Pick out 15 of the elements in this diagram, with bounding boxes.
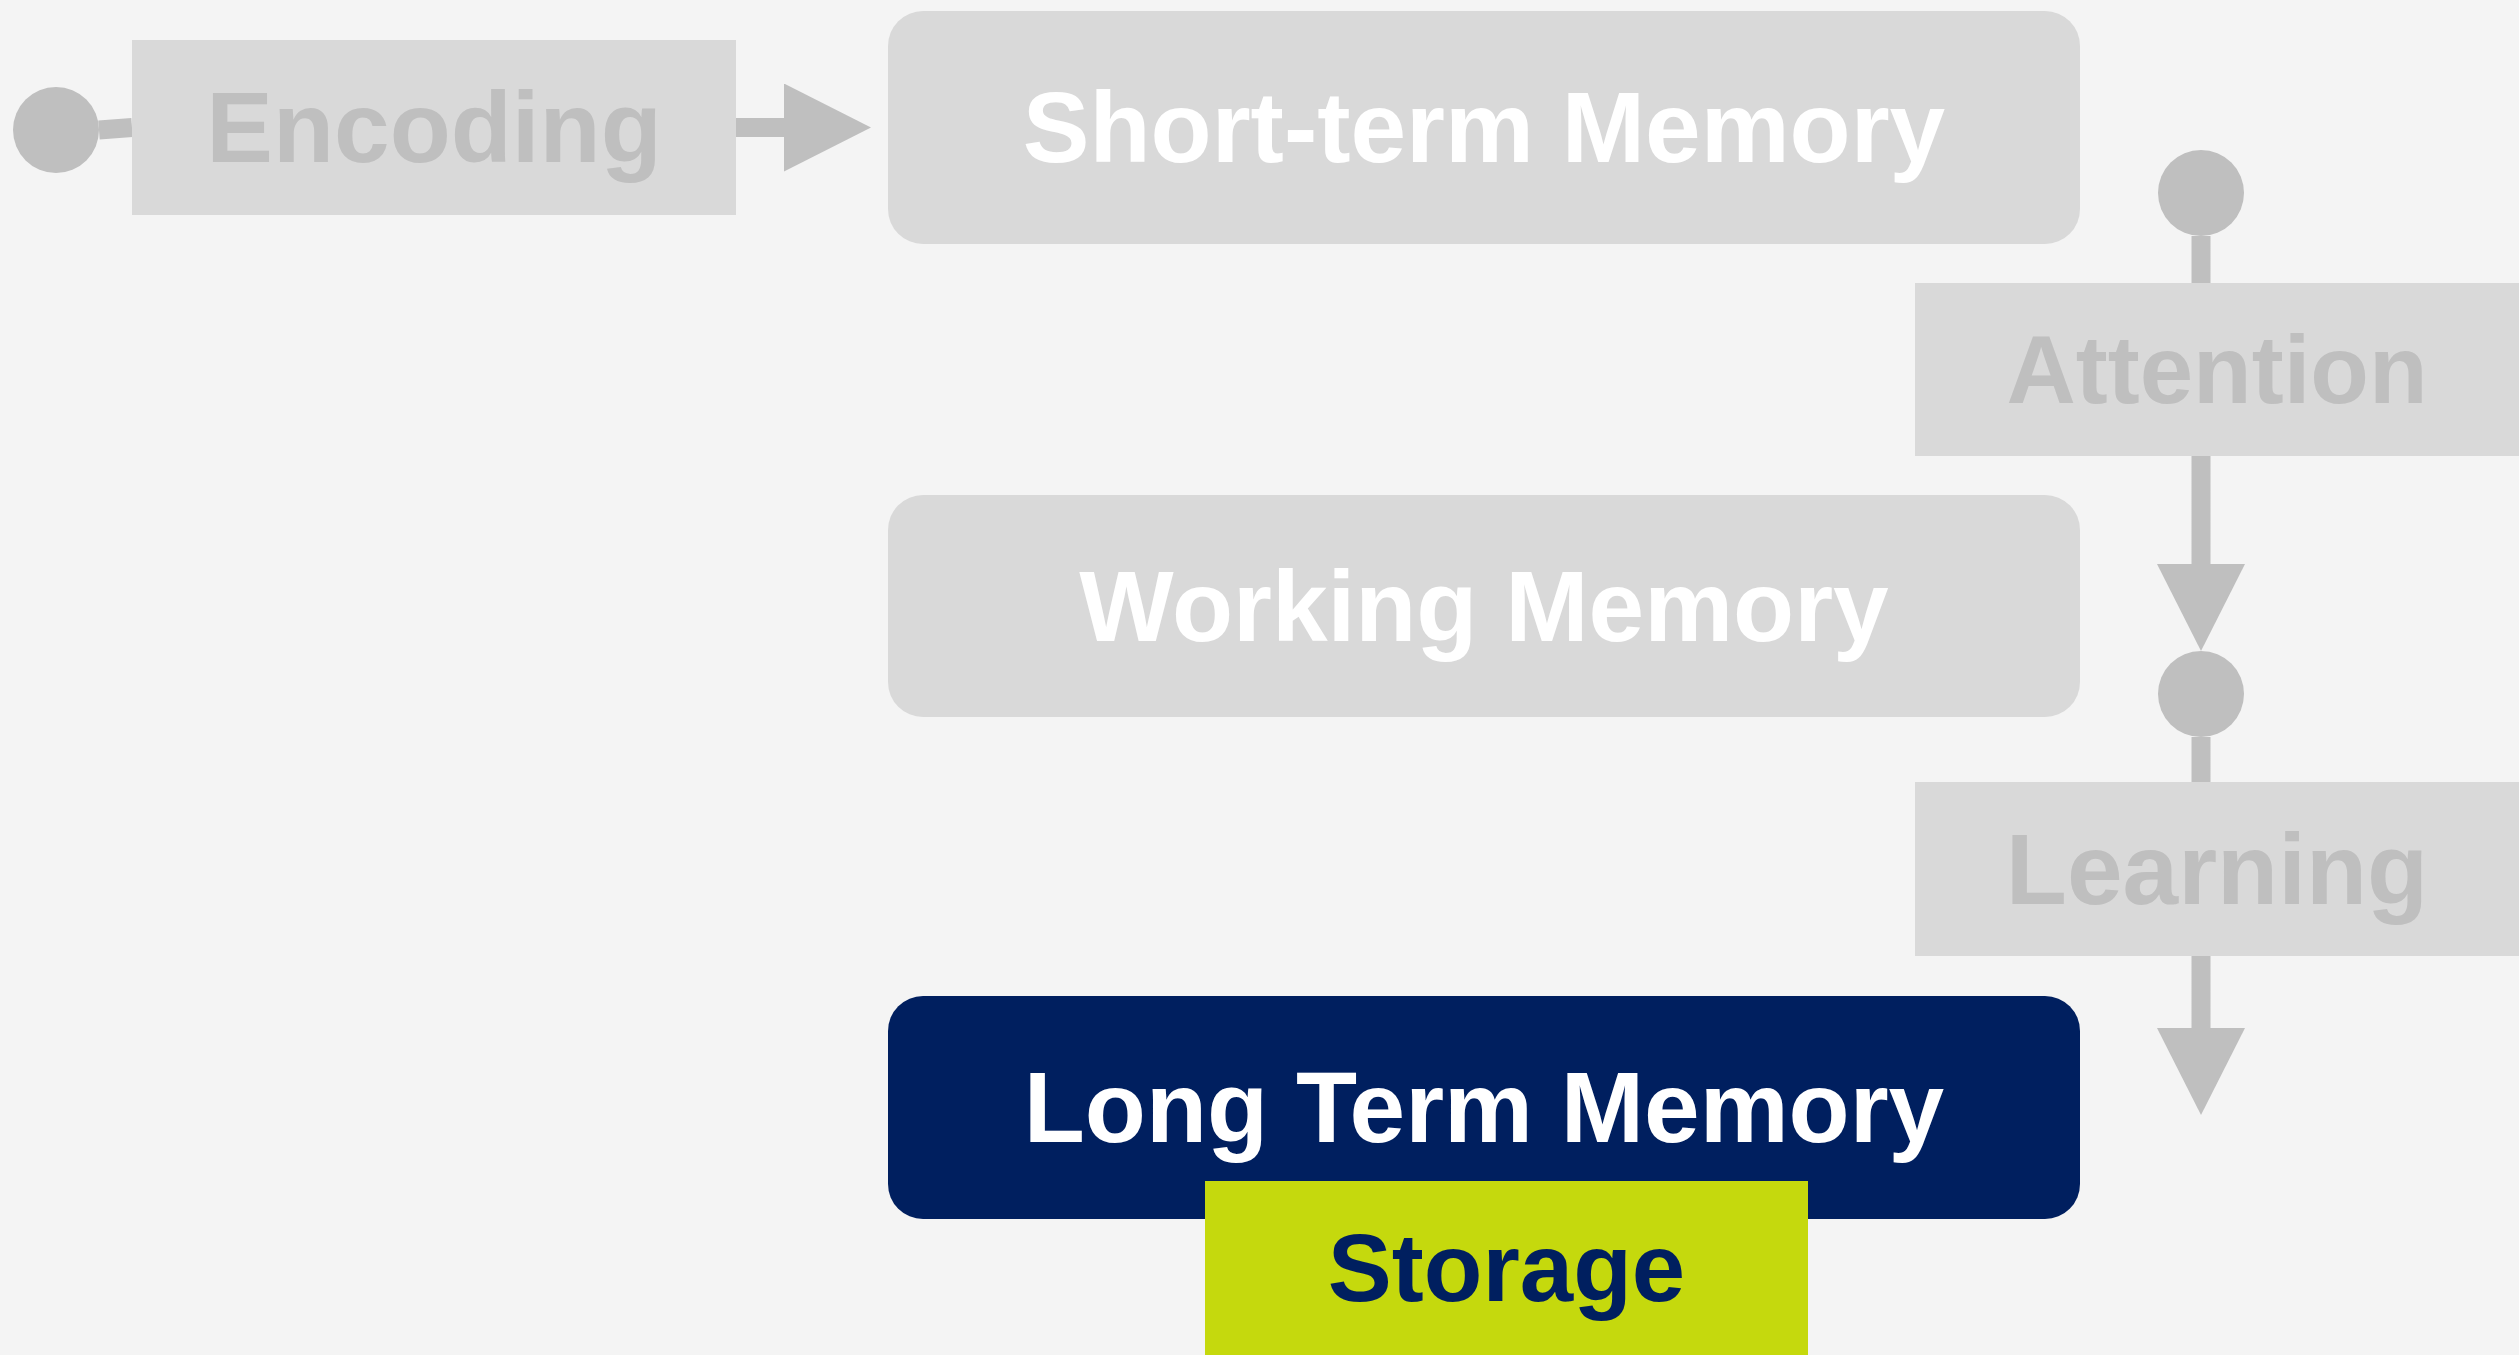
connector-line bbox=[2191, 236, 2211, 283]
tag-box bbox=[1205, 1181, 1808, 1355]
tag-label: Storage bbox=[1327, 1213, 1686, 1323]
step-label-box bbox=[132, 40, 736, 215]
connector-line bbox=[2191, 737, 2211, 782]
memory-stage-box bbox=[888, 11, 2080, 244]
stage-title: Long Term Memory bbox=[1023, 1050, 1945, 1165]
memory-stage-box bbox=[888, 495, 2080, 717]
connector-line bbox=[98, 118, 133, 140]
memory-stage-box bbox=[888, 996, 2080, 1219]
arrow bbox=[736, 83, 871, 172]
step-label-box bbox=[1915, 782, 2519, 956]
arrow bbox=[2157, 456, 2245, 651]
arrow bbox=[2157, 956, 2245, 1115]
step-label-box bbox=[1915, 283, 2519, 456]
